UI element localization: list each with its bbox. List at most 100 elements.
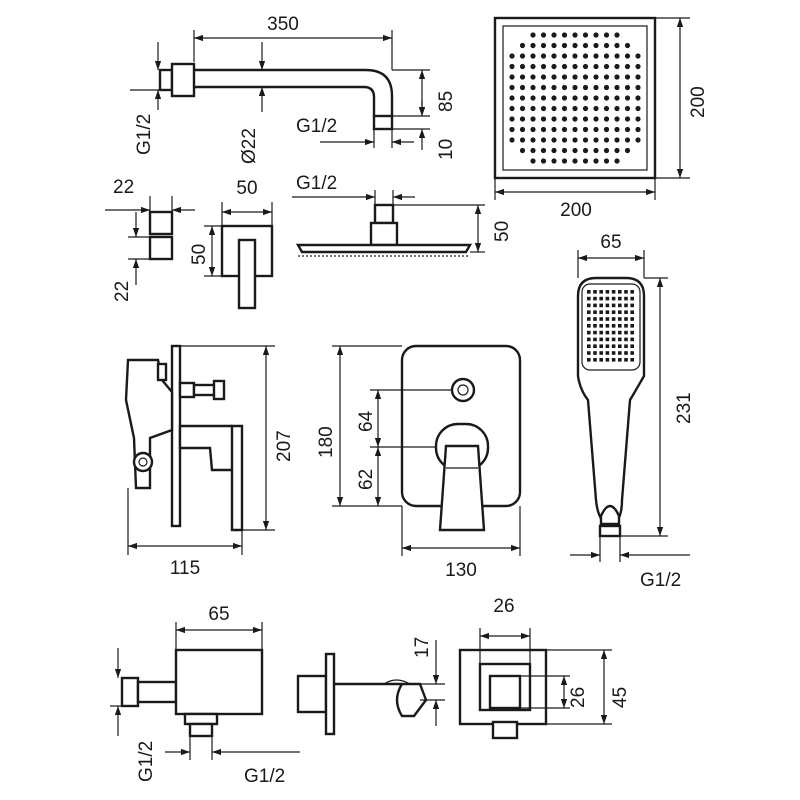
nozzle-dot <box>561 147 568 154</box>
holder-side-view: 17 <box>296 637 445 736</box>
nozzle-dot <box>635 63 641 70</box>
nozzle-dot <box>624 53 631 59</box>
hand-nozzle-dot <box>611 290 616 294</box>
hand-nozzle-dot <box>605 290 610 294</box>
nozzle-dot <box>540 105 547 112</box>
arm-length-label: 350 <box>267 14 299 35</box>
hand-nozzle-dot <box>605 310 610 314</box>
hand-nozzle-dot <box>605 324 610 328</box>
mixer-front-height-label: 180 <box>316 426 337 458</box>
rain-head-side-plate <box>295 243 473 254</box>
hand-nozzle-dot <box>630 296 634 301</box>
nozzle-dot <box>509 53 515 59</box>
nozzle-dot <box>593 84 599 91</box>
nozzle-dot <box>530 126 536 133</box>
nozzle-dot <box>509 105 515 112</box>
nozzle-dot <box>614 32 620 38</box>
nozzle-dot <box>624 42 631 49</box>
arm-tube <box>194 68 394 116</box>
rosette-view: 22 22 <box>105 177 195 302</box>
hand-nozzle-dot <box>593 310 597 314</box>
hand-nozzle-dot <box>587 344 591 348</box>
hand-nozzle-dot <box>611 344 616 348</box>
nozzle-dot <box>593 42 599 49</box>
mixer-front-view: 180 64 62 130 <box>316 344 522 581</box>
nozzle-dot <box>603 147 610 154</box>
hand-nozzle-dot <box>618 290 622 294</box>
hand-nozzle-dot <box>624 296 628 301</box>
nozzle-dot <box>540 95 547 101</box>
nozzle-dot <box>635 95 641 101</box>
nozzle-dot <box>593 147 599 154</box>
hand-nozzle-dot <box>624 358 628 362</box>
hand-nozzle-dot <box>624 290 628 294</box>
holder-side-height-label: 17 <box>412 637 433 658</box>
nozzle-dot <box>519 105 526 112</box>
nozzle-dot <box>561 42 568 49</box>
nozzle-dot <box>624 126 631 133</box>
mixer-lever-side <box>178 424 240 472</box>
hand-nozzle-dot <box>587 290 591 294</box>
nozzle-dot <box>551 105 557 112</box>
hand-nozzle-dot <box>611 330 616 335</box>
nozzle-dot <box>624 137 631 143</box>
nozzle-dot <box>509 63 515 70</box>
nozzle-dot <box>582 32 589 38</box>
hand-nozzle-dot <box>611 303 616 308</box>
hand-nozzle-dot <box>618 303 622 308</box>
hand-nozzle-dot <box>599 344 603 348</box>
nozzle-dot <box>530 53 536 59</box>
knob-lever <box>237 238 257 310</box>
hand-nozzle-dot <box>624 351 628 355</box>
nozzle-dot <box>582 126 589 133</box>
nozzle-dot <box>561 74 568 80</box>
hand-nozzle-dot <box>605 351 610 355</box>
nozzle-dot <box>572 53 578 59</box>
nozzle-dot <box>572 63 578 70</box>
nozzle-dot <box>603 42 610 49</box>
nozzle-dot <box>551 95 557 101</box>
holder-front-inner-label: 26 <box>568 687 589 708</box>
hand-nozzle-dot <box>624 337 628 342</box>
hand-nozzle-dot <box>587 296 591 301</box>
nozzle-dot <box>603 95 610 101</box>
hand-nozzle-dot <box>611 296 616 301</box>
nozzle-dot <box>614 74 620 80</box>
nozzle-dot <box>624 105 631 112</box>
mixer-front-upper-label: 64 <box>356 410 377 432</box>
hand-shower-length-label: 231 <box>674 392 695 424</box>
nozzle-dot <box>582 95 589 101</box>
nozzle-dot <box>551 53 557 59</box>
hand-nozzle-dot <box>611 351 616 355</box>
nozzle-dot <box>551 126 557 133</box>
hand-nozzle-dot <box>630 303 634 308</box>
nozzle-dot <box>519 137 526 143</box>
hand-nozzle-dot <box>587 303 591 308</box>
nozzle-dot <box>551 137 557 143</box>
hand-nozzle-dot <box>630 337 634 342</box>
hand-nozzle-dot <box>624 324 628 328</box>
nozzle-dot <box>551 116 557 122</box>
wall-outlet-outlet-thread-label: G1/2 <box>244 766 285 787</box>
nozzle-dot <box>582 74 589 80</box>
nozzle-dot <box>603 137 610 143</box>
hand-nozzle-dot <box>624 330 628 335</box>
hand-nozzle-dot <box>618 351 622 355</box>
nozzle-dot <box>603 53 610 59</box>
hand-nozzle-dot <box>587 351 591 355</box>
nozzle-dot <box>603 116 610 122</box>
hand-nozzle-dot <box>630 317 634 321</box>
hand-nozzle-dot <box>599 358 603 362</box>
arm-inlet-nut <box>158 68 174 92</box>
nozzle-dot <box>540 147 547 154</box>
nozzle-dot <box>561 137 568 143</box>
nozzle-dot <box>509 137 515 143</box>
nozzle-dot <box>551 63 557 70</box>
nozzle-dot <box>614 42 620 49</box>
rosette-height-label: 22 <box>112 281 133 302</box>
mixer-front-width-label: 130 <box>445 560 477 581</box>
hand-nozzle-dot <box>593 344 597 348</box>
hand-shower-thread-label: G1/2 <box>640 570 681 591</box>
arm-drop-label: 85 <box>436 91 457 112</box>
